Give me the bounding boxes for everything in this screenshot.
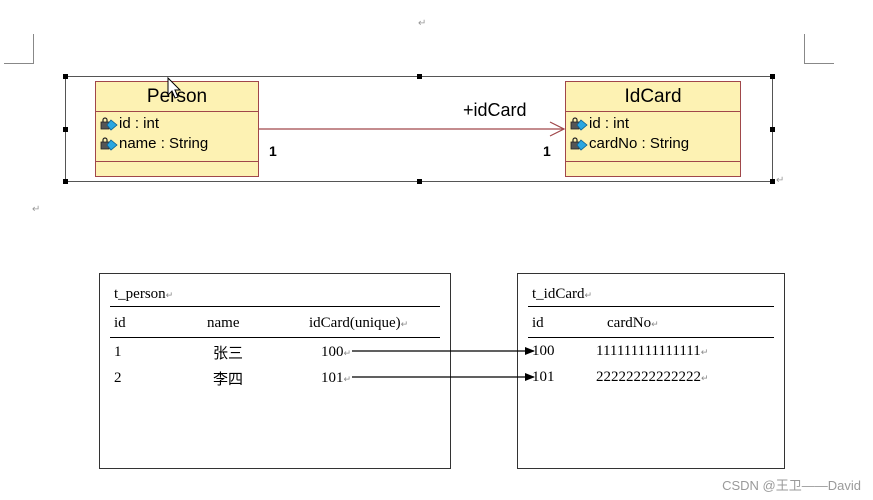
private-attribute-icon — [100, 137, 118, 151]
table-t-person: t_person↵ id name idCard(unique)↵ 1 张三 1… — [99, 273, 451, 469]
selection-handle[interactable] — [770, 179, 775, 184]
table-cell: 100↵ — [321, 344, 352, 360]
paragraph-mark: ↵ — [418, 18, 427, 29]
table-title: t_person↵ — [114, 286, 174, 302]
uml-class-idcard[interactable]: IdCard id : int cardNo : String — [565, 81, 741, 177]
attribute-text: cardNo : String — [589, 135, 690, 152]
table-cell: 100 — [532, 343, 555, 359]
watermark: CSDN @王卫——David — [722, 478, 861, 493]
table-t-idcard: t_idCard↵ id cardNo↵ 100 111111111111111… — [517, 273, 785, 469]
selection-handle[interactable] — [417, 179, 422, 184]
attribute-text: id : int — [589, 115, 630, 132]
table-cell: 1 — [114, 344, 122, 360]
attribute-text: id : int — [119, 115, 160, 132]
column-header: id — [532, 315, 544, 331]
table-cell: 101↵ — [321, 370, 352, 386]
selection-handle[interactable] — [63, 127, 68, 132]
source-multiplicity: 1 — [269, 143, 277, 159]
attribute-name: name : String — [100, 134, 208, 154]
table-header-rule — [110, 337, 440, 338]
table-title: t_idCard↵ — [532, 286, 593, 302]
selection-handle[interactable] — [417, 74, 422, 79]
paragraph-mark: ↵ — [776, 175, 785, 186]
column-header: cardNo↵ — [607, 315, 659, 331]
paragraph-mark: ↵ — [32, 204, 41, 215]
class-attributes: id : int cardNo : String — [566, 112, 740, 162]
column-header: name — [207, 315, 240, 331]
table-cell: 张三 — [213, 344, 244, 362]
target-multiplicity: 1 — [543, 143, 551, 159]
table-cell: 2 — [114, 370, 122, 386]
private-attribute-icon — [570, 137, 588, 151]
private-attribute-icon — [570, 117, 588, 131]
selection-handle[interactable] — [770, 74, 775, 79]
selection-handle[interactable] — [63, 74, 68, 79]
private-attribute-icon — [100, 117, 118, 131]
table-cell: 李四 — [213, 370, 244, 388]
table-cell: 101 — [532, 369, 555, 385]
mouse-cursor-icon — [167, 76, 182, 99]
table-title-rule — [528, 306, 774, 307]
attribute-text: name : String — [119, 135, 209, 152]
page-corner-top-left — [4, 34, 34, 64]
table-title-rule — [110, 306, 440, 307]
table-header-rule — [528, 337, 774, 338]
class-name: IdCard — [566, 82, 740, 112]
attribute-id: id : int — [100, 114, 159, 134]
page-corner-top-right — [804, 34, 834, 64]
selection-handle[interactable] — [770, 127, 775, 132]
selection-handle[interactable] — [63, 179, 68, 184]
table-cell: 22222222222222↵ — [596, 369, 709, 385]
association-arrowhead — [549, 121, 566, 137]
table-cell: 111111111111111↵ — [596, 343, 709, 359]
class-attributes: id : int name : String — [96, 112, 258, 162]
attribute-cardno: cardNo : String — [570, 134, 689, 154]
column-header: idCard(unique)↵ — [309, 315, 409, 331]
uml-class-person[interactable]: Person id : int name : String — [95, 81, 259, 177]
association-role-label: +idCard — [463, 100, 527, 120]
attribute-id: id : int — [570, 114, 629, 134]
column-header: id — [114, 315, 126, 331]
